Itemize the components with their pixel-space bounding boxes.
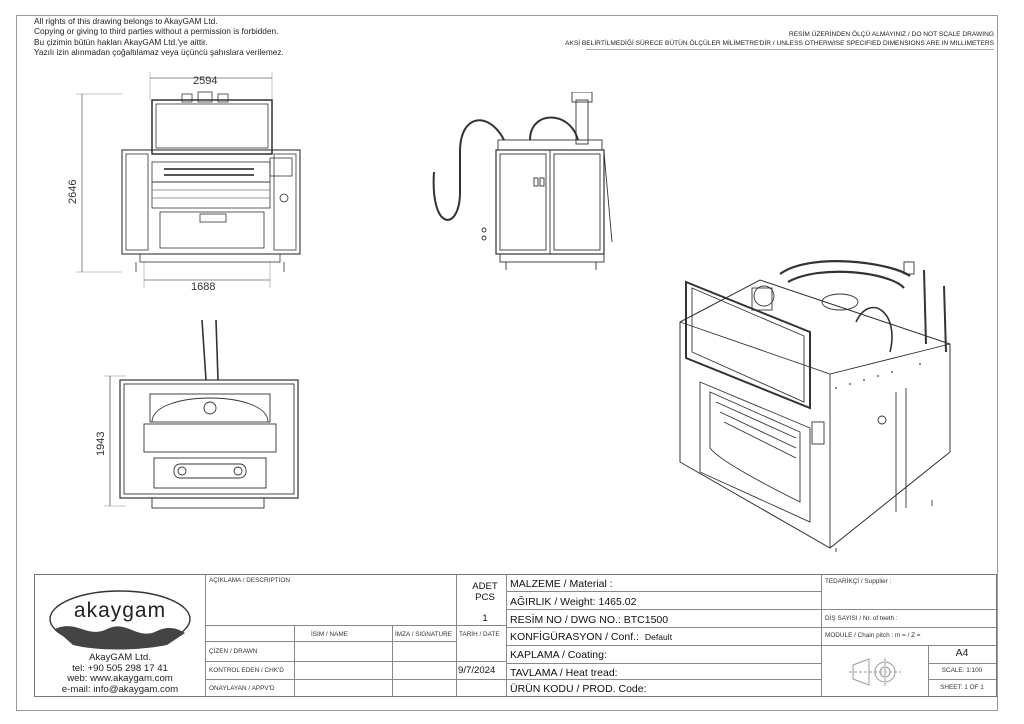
- divider: [205, 641, 456, 642]
- dimension-base: 1688: [191, 281, 215, 293]
- isometric-view-drawing: [679, 260, 951, 552]
- dwg-no-field: RESİM NO / DWG NO.: BTC1500: [510, 614, 669, 626]
- notice-line: All rights of this drawing belongs to Ak…: [34, 16, 218, 26]
- signature-label: İMZA / SIGNATURE: [395, 631, 453, 638]
- divider: [205, 679, 506, 680]
- side-view-drawing: [432, 92, 613, 270]
- material-field: MALZEME / Material :: [510, 578, 613, 590]
- date-value: 9/7/2024: [458, 665, 496, 676]
- divider: [506, 609, 821, 610]
- teeth-field: DİŞ SAYISI / Nr. of teeth :: [825, 615, 898, 622]
- name-label: İSİM / NAME: [311, 631, 348, 638]
- divider: [392, 625, 393, 696]
- heat-tread-field: TAVLAMA / Heat tread:: [510, 667, 618, 679]
- sheet-border: [16, 15, 998, 711]
- scale-notice: RESİM ÜZERİNDEN ÖLÇÜ ALMAYINIZ / DO NOT …: [565, 30, 994, 48]
- company-logo: akaygam: [49, 590, 191, 650]
- notice-line: Yazılı izin alınmadan çoğaltılamaz veya …: [34, 46, 284, 57]
- pcs-value: 1: [482, 613, 488, 624]
- divider: [586, 49, 994, 50]
- drawn-label: ÇİZEN / DRAWN: [209, 648, 258, 655]
- company-web: web: www.akaygam.com: [67, 673, 173, 684]
- date-label: TARİH / DATE: [459, 631, 500, 638]
- projection-symbol-icon: [849, 658, 901, 686]
- notice-line: Copying or giving to third parties witho…: [34, 25, 279, 36]
- divider: [506, 575, 507, 696]
- weight-field: AĞIRLIK / Weight: 1465.02: [510, 596, 637, 608]
- divider: [506, 663, 821, 664]
- copyright-notice: All rights of this drawing belongs to Ak…: [34, 16, 284, 57]
- logo-text: akaygam: [74, 599, 166, 622]
- divider: [205, 575, 206, 696]
- divider: [821, 575, 822, 696]
- configuration-value: Default: [644, 632, 673, 642]
- paper-size: A4: [955, 647, 969, 659]
- top-view-drawing: 1943: [95, 319, 299, 509]
- divider: [821, 645, 996, 646]
- divider: [928, 663, 996, 664]
- dimension-depth: 1943: [95, 432, 107, 456]
- divider: [506, 627, 821, 628]
- divider: [205, 625, 506, 626]
- divider: [506, 645, 821, 646]
- front-view-drawing: 2594 1688 2646: [67, 72, 301, 293]
- company-email: e-mail: info@akaygam.com: [61, 683, 179, 695]
- description-label: AÇIKLAMA / DESCRIPTION: [209, 577, 290, 584]
- divider: [821, 609, 996, 610]
- configuration-label: KONFİGÜRASYON / Conf.:: [510, 631, 639, 643]
- sheet-field: SHEET: 1 OF 1: [940, 684, 984, 691]
- supplier-field: TEDARİKÇİ / Supplier :: [825, 578, 892, 585]
- company-tel: tel: +90 505 298 17 41: [72, 662, 168, 674]
- company-contact: AkayGAM Ltd. tel: +90 505 298 17 41 web:…: [35, 652, 205, 695]
- checked-label: KONTROL EDEN / CHK'D: [209, 667, 284, 674]
- divider: [928, 645, 929, 696]
- coating-field: KAPLAMA / Coating:: [510, 649, 607, 661]
- approved-label: ONAYLAYAN / APPV'D: [209, 685, 275, 692]
- prod-code-field: ÜRÜN KODU / PROD. Code:: [510, 683, 647, 695]
- divider: [294, 625, 295, 696]
- divider: [205, 661, 506, 662]
- company-name: AkayGAM Ltd.: [89, 652, 151, 663]
- title-block: akaygam AkayGAM Ltd. tel: +90 505 298 17…: [34, 574, 997, 697]
- configuration-field: KONFİGÜRASYON / Conf.: Default: [510, 631, 672, 643]
- dimension-height: 2646: [67, 180, 79, 204]
- divider: [456, 575, 457, 696]
- notice-line: Bu çizimin bütün hakları AkayGAM Ltd.'ye…: [34, 37, 208, 48]
- divider: [928, 679, 996, 680]
- divider: [506, 591, 821, 592]
- module-field: MODULE / Chain pitch : m = / Z =: [825, 632, 921, 639]
- divider: [506, 679, 821, 680]
- notice-line: AKSİ BELİRTİLMEDİĞİ SÜRECE BÜTÜN ÖLÇÜLER…: [565, 40, 994, 47]
- dimension-width: 2594: [193, 75, 217, 87]
- divider: [821, 627, 996, 628]
- pcs-label: ADET PCS: [472, 581, 498, 603]
- scale-field: SCALE: 1:100: [941, 667, 983, 674]
- notice-line: RESİM ÜZERİNDEN ÖLÇÜ ALMAYINIZ / DO NOT …: [788, 31, 994, 38]
